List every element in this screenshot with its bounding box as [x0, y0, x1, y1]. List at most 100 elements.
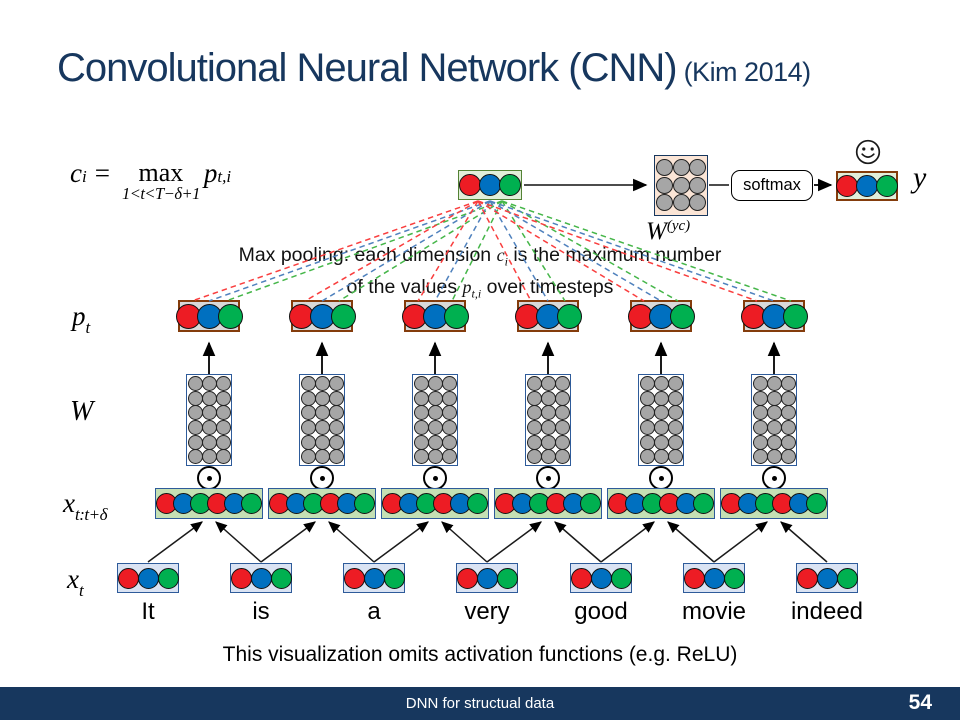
- green-dot: [610, 567, 632, 589]
- weight-circle: [188, 405, 203, 421]
- red-dot: [343, 567, 365, 589]
- weight-circle: [442, 420, 457, 435]
- weight-circle: [555, 405, 570, 421]
- layer-label-w: W: [70, 396, 94, 427]
- weight-circle: [527, 420, 542, 435]
- weight-circle: [640, 420, 655, 435]
- green-dot: [580, 493, 601, 514]
- red-dot: [459, 174, 481, 196]
- weight-circle: [654, 449, 669, 465]
- arrow-word5-to-window5: [600, 521, 655, 563]
- word-label-2: is: [252, 598, 270, 625]
- weight-circle: [442, 449, 457, 465]
- weight-circle: [442, 405, 457, 421]
- dot-product-icon: [649, 466, 673, 490]
- weight-circle: [767, 405, 782, 421]
- weight-circle: [301, 390, 316, 406]
- w-filter-matrix-2: [299, 374, 345, 466]
- weight-circle: [668, 405, 683, 421]
- weight-circle: [301, 434, 316, 450]
- word-label-6: movie: [681, 598, 747, 625]
- weight-circle: [541, 376, 556, 392]
- green-dot: [836, 567, 858, 589]
- formula-max-operator: max 1<t<T−δ+1: [121, 158, 200, 203]
- formula-equals: =: [94, 158, 110, 188]
- weight-circle: [753, 376, 768, 392]
- weight-circle: [555, 434, 570, 450]
- dot-product-icon: [762, 466, 786, 490]
- word-vector-1: [117, 563, 179, 593]
- weight-circle: [414, 390, 429, 406]
- green-dot: [157, 567, 179, 589]
- pt-vector-2: [288, 300, 356, 332]
- arrow-word2-to-window1: [215, 521, 262, 563]
- weight-circle: [654, 390, 669, 406]
- green-dot: [556, 303, 582, 329]
- red-dot: [456, 567, 478, 589]
- weight-circle: [689, 176, 707, 194]
- weight-circle: [753, 434, 768, 450]
- smiley-face-icon: [855, 139, 881, 165]
- weight-circle: [527, 449, 542, 465]
- weight-circle: [315, 449, 330, 465]
- footer-bar: DNN for structual data 54: [0, 687, 960, 720]
- weight-circle: [753, 449, 768, 465]
- arrow-word7-to-window6: [780, 521, 828, 563]
- weight-circle: [527, 390, 542, 406]
- dot-product-icon: [536, 466, 560, 490]
- weight-circle: [202, 449, 217, 465]
- green-dot: [723, 567, 745, 589]
- weight-circle: [555, 420, 570, 435]
- weight-circle: [767, 449, 782, 465]
- weight-circle: [527, 376, 542, 392]
- weight-circle: [442, 376, 457, 392]
- word-vector-5: [570, 563, 632, 593]
- weight-circle: [781, 420, 796, 435]
- arrow-word5-to-window4: [554, 521, 602, 563]
- weight-circle: [329, 420, 344, 435]
- weight-circle: [188, 449, 203, 465]
- green-dot: [354, 493, 375, 514]
- word-label-5: good: [574, 598, 628, 625]
- green-dot: [330, 303, 356, 329]
- weight-circle: [767, 434, 782, 450]
- weight-circle: [656, 159, 674, 177]
- weight-circle: [329, 434, 344, 450]
- title-citation: (Kim 2014): [683, 57, 812, 87]
- arrow-word3-to-window3: [373, 521, 429, 563]
- blue-dot: [137, 567, 159, 589]
- weight-circle: [753, 405, 768, 421]
- weight-circle: [216, 434, 231, 450]
- arrow-word4-to-window4: [486, 521, 542, 563]
- red-dot: [683, 567, 705, 589]
- weight-circle: [202, 420, 217, 435]
- weight-circle: [329, 449, 344, 465]
- word-vector-2: [230, 563, 292, 593]
- weight-circle: [216, 405, 231, 421]
- weight-circle: [414, 449, 429, 465]
- green-dot: [669, 303, 695, 329]
- green-dot: [270, 567, 292, 589]
- pt-vector-4: [514, 300, 582, 332]
- blue-dot: [590, 567, 612, 589]
- green-dot: [467, 493, 488, 514]
- page-number: 54: [908, 691, 932, 714]
- w-filter-matrix-1: [186, 374, 232, 466]
- dot-product-icon: [310, 466, 334, 490]
- red-dot: [230, 567, 252, 589]
- page-title: Convolutional Neural Network (CNN)(Kim 2…: [57, 46, 811, 91]
- weight-circle: [442, 434, 457, 450]
- weight-circle: [689, 159, 707, 177]
- red-dot: [836, 175, 858, 197]
- weight-circle: [654, 405, 669, 421]
- weight-circle: [315, 376, 330, 392]
- green-dot: [693, 493, 714, 514]
- weight-circle: [428, 420, 443, 435]
- green-dot: [499, 174, 521, 196]
- arrow-word6-to-window5: [667, 521, 715, 563]
- blue-dot: [761, 303, 787, 329]
- weight-circle: [781, 405, 796, 421]
- footer-title: DNN for structual data: [405, 695, 555, 712]
- dot-product-icon: [197, 466, 221, 490]
- weight-circle: [216, 390, 231, 406]
